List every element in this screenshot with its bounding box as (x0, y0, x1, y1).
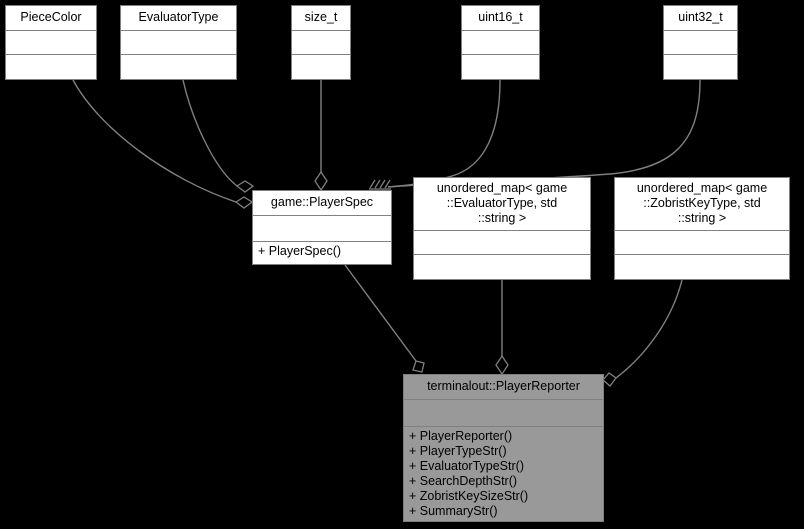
diamond-marker-piececolor (234, 196, 254, 209)
class-operations-playerreporter: + PlayerReporter() + PlayerTypeStr() + E… (409, 429, 529, 518)
class-operations-map-evaluatortype (414, 255, 590, 279)
class-attributes-evaluatortype (121, 31, 236, 55)
class-attributes-map-evaluatortype (414, 231, 590, 255)
edge-evaluatortype-to-playerspec (182, 79, 238, 187)
class-attributes-playerspec (253, 216, 391, 242)
class-attributes-size-t (292, 31, 350, 55)
class-node-playerreporter[interactable]: terminalout::PlayerReporter + PlayerRepo… (403, 374, 604, 522)
class-title-piececolor: PieceColor (6, 6, 96, 31)
edge-map-zobristkeytype-to-playerreporter (615, 279, 683, 379)
class-title-playerreporter: terminalout::PlayerReporter (404, 375, 603, 401)
class-title-map-zobristkeytype: unordered_map< game ::ZobristKeyType, st… (615, 178, 789, 231)
class-operations-uint32-t (664, 55, 737, 79)
class-attributes-piececolor (6, 31, 96, 55)
class-title-uint16-t: uint16_t (462, 6, 539, 31)
class-operations-size-t (292, 55, 350, 79)
square-marker-map-zobristkeytype (602, 372, 617, 387)
bundle-marker-playerspec (369, 179, 391, 190)
class-title-uint32-t: uint32_t (664, 6, 737, 31)
class-attributes-uint32-t (664, 31, 737, 55)
class-node-size-t[interactable]: size_t (291, 5, 351, 80)
class-node-uint16-t[interactable]: uint16_t (461, 5, 540, 80)
edge-uint16-t-to-playerspec (387, 79, 501, 188)
class-node-uint32-t[interactable]: uint32_t (663, 5, 738, 80)
class-node-evaluatortype[interactable]: EvaluatorType (120, 5, 237, 80)
class-attributes-map-zobristkeytype (615, 231, 789, 255)
class-node-piececolor[interactable]: PieceColor (5, 5, 97, 80)
class-node-map-evaluatortype[interactable]: unordered_map< game ::EvaluatorType, std… (413, 177, 591, 280)
edge-uint32-t-to-playerspec (387, 79, 701, 188)
class-operations-piececolor (6, 55, 96, 79)
class-title-playerspec: game::PlayerSpec (253, 191, 391, 216)
class-operations-map-zobristkeytype (615, 255, 789, 279)
class-operations-evaluatortype (121, 55, 236, 79)
class-node-map-zobristkeytype[interactable]: unordered_map< game ::ZobristKeyType, st… (614, 177, 790, 280)
edge-playerspec-to-playerreporter (344, 264, 417, 362)
class-attributes-uint16-t (462, 31, 539, 55)
diamond-marker-size-t (314, 170, 328, 192)
diamond-marker-evaluatortype (235, 180, 255, 193)
edge-piececolor-to-playerspec (72, 79, 237, 203)
class-title-size-t: size_t (292, 6, 350, 31)
square-marker-playerspec (412, 360, 425, 373)
class-operations-uint16-t (462, 55, 539, 79)
class-node-playerspec[interactable]: game::PlayerSpec + PlayerSpec() (252, 190, 392, 265)
class-title-evaluatortype: EvaluatorType (121, 6, 236, 31)
class-title-map-evaluatortype: unordered_map< game ::EvaluatorType, std… (414, 178, 590, 231)
class-attributes-playerreporter (404, 400, 603, 427)
diamond-marker-map-evaluatortype (495, 354, 509, 376)
class-operations-playerspec: + PlayerSpec() (258, 244, 342, 258)
